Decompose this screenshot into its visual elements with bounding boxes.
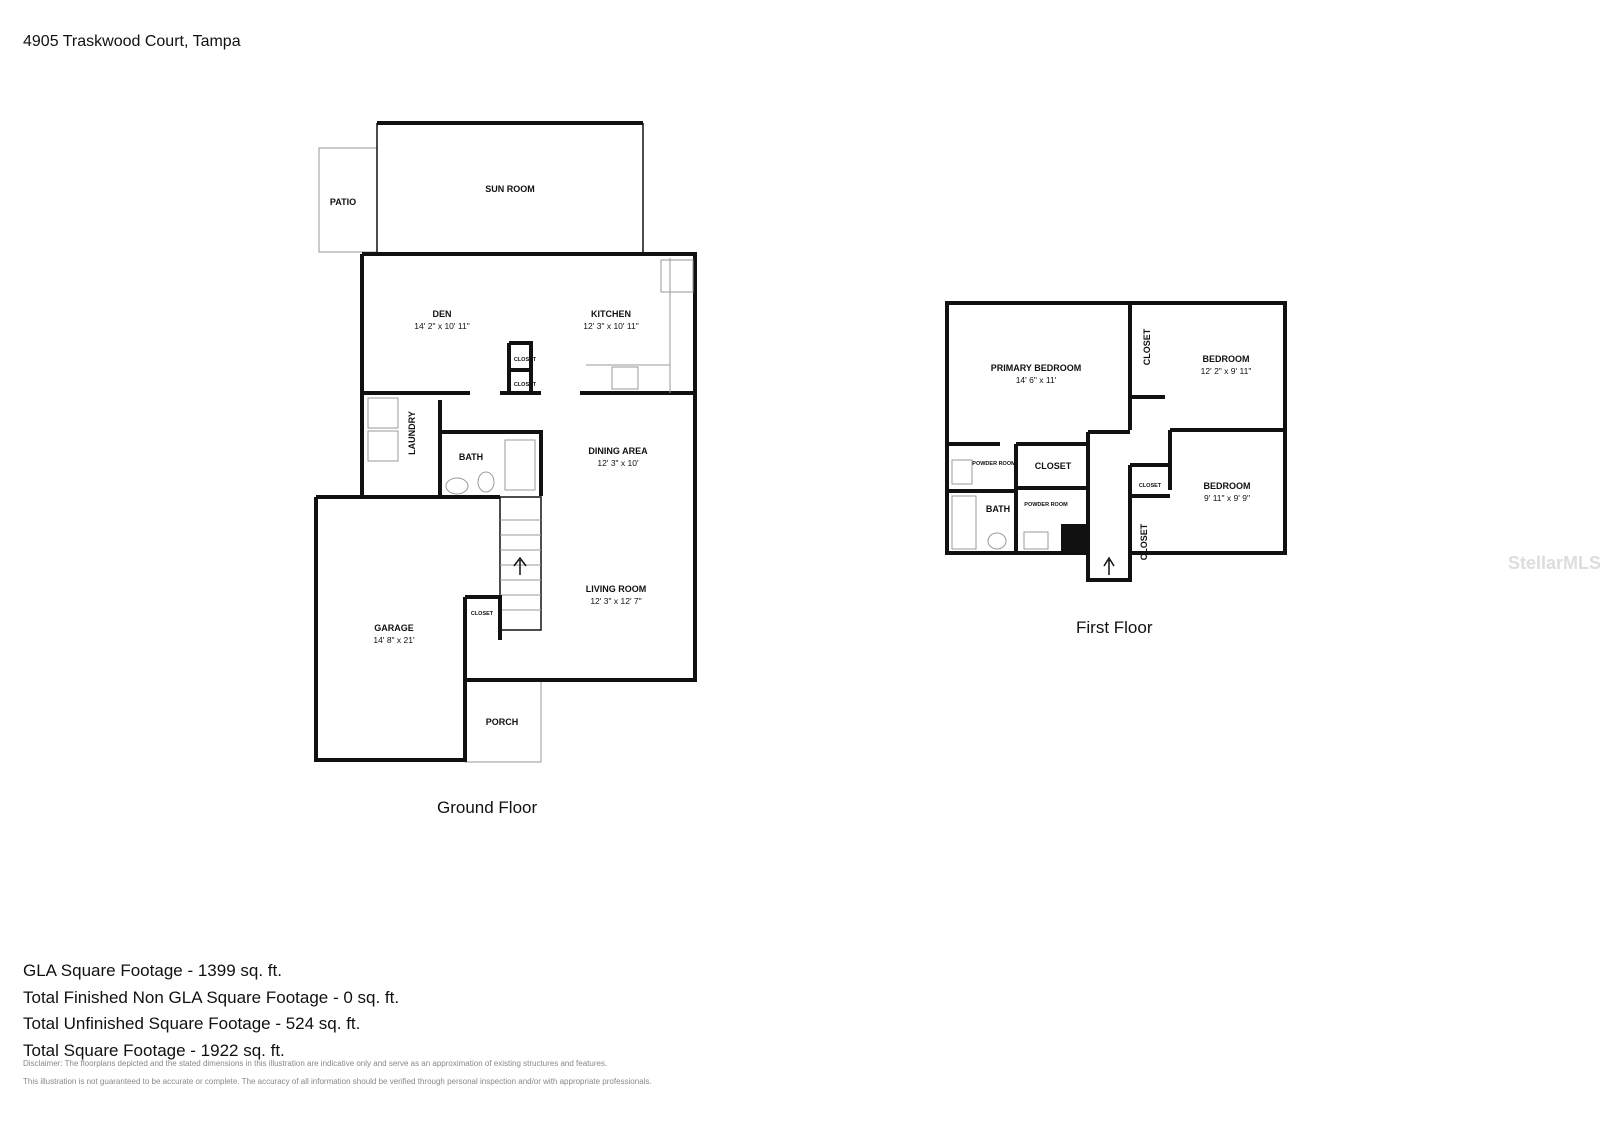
room-label-garage: GARAGE bbox=[374, 623, 414, 633]
first-floor-label: First Floor bbox=[1076, 618, 1153, 637]
room-label-primary-bedroom: PRIMARY BEDROOM bbox=[991, 363, 1082, 373]
room-label-powder-room: POWDER ROOM bbox=[1024, 502, 1068, 508]
room-label-closet: CLOSET bbox=[471, 611, 494, 617]
room-dims-living: 12' 3" x 12' 7" bbox=[590, 596, 641, 606]
room-label-bedroom: BEDROOM bbox=[1204, 481, 1251, 491]
stair-arrow-icon bbox=[1103, 556, 1115, 575]
shower-icon bbox=[504, 439, 536, 491]
room-label-closet: CLOSET bbox=[1139, 523, 1149, 560]
square-footage-summary: GLA Square Footage - 1399 sq. ft. Total … bbox=[23, 958, 399, 1064]
disclaimer-line-2: This illustration is not guaranteed to b… bbox=[23, 1077, 652, 1086]
room-label-laundry: LAUNDRY bbox=[407, 411, 417, 455]
total-footage: Total Square Footage - 1922 sq. ft. bbox=[23, 1040, 285, 1060]
sink-icon bbox=[951, 459, 973, 485]
room-label-closet: CLOSET bbox=[514, 357, 537, 363]
sink-icon bbox=[445, 477, 469, 495]
room-dims-garage: 14' 8" x 21' bbox=[373, 635, 415, 645]
room-label-kitchen: KITCHEN bbox=[591, 309, 631, 319]
disclaimer-line-1: Disclaimer: The floorplans depicted and … bbox=[23, 1059, 608, 1068]
gla-footage: GLA Square Footage - 1399 sq. ft. bbox=[23, 961, 282, 980]
room-dims-dining: 12' 3" x 10' bbox=[597, 458, 639, 468]
room-label-closet: CLOSET bbox=[1035, 461, 1072, 471]
room-dims-den: 14' 2" x 10' 11" bbox=[414, 321, 469, 331]
washer-icon bbox=[367, 397, 399, 429]
dryer-icon bbox=[367, 430, 399, 462]
room-label-closet: CLOSET bbox=[514, 382, 537, 388]
room-label-closet: CLOSET bbox=[1139, 483, 1162, 489]
fridge-icon bbox=[660, 259, 694, 293]
bathtub-icon bbox=[951, 495, 977, 550]
room-label-bedroom: BEDROOM bbox=[1203, 354, 1250, 364]
room-dims-bedroom: 9' 11" x 9' 9" bbox=[1204, 493, 1250, 503]
stove-icon bbox=[611, 366, 639, 390]
ground-floor-label: Ground Floor bbox=[437, 798, 538, 817]
sink-icon bbox=[1023, 531, 1049, 550]
toilet-icon bbox=[477, 471, 495, 493]
unfinished-footage: Total Unfinished Square Footage - 524 sq… bbox=[23, 1014, 361, 1033]
property-address: 4905 Traskwood Court, Tampa bbox=[23, 33, 241, 50]
stair-arrow-icon bbox=[513, 556, 527, 575]
room-label-den: DEN bbox=[432, 309, 451, 319]
watermark-logo: StellarMLS bbox=[1508, 553, 1600, 573]
room-dims-bedroom: 12' 2" x 9' 11" bbox=[1201, 366, 1252, 376]
chimney bbox=[1061, 524, 1088, 553]
room-dims-kitchen: 12' 3" x 10' 11" bbox=[583, 321, 638, 331]
room-label-bath: BATH bbox=[459, 452, 483, 462]
toilet-icon bbox=[987, 532, 1007, 550]
room-dims-primary-bedroom: 14' 6" x 11' bbox=[1016, 375, 1057, 385]
room-label-living: LIVING ROOM bbox=[586, 584, 647, 594]
room-label-bath: BATH bbox=[986, 504, 1010, 514]
room-label-patio: PATIO bbox=[330, 197, 356, 207]
room-label-porch: PORCH bbox=[486, 717, 519, 727]
non-gla-footage: Total Finished Non GLA Square Footage - … bbox=[23, 987, 400, 1007]
room-label-dining: DINING AREA bbox=[588, 446, 648, 456]
room-label-powder-room: POWDER ROOM bbox=[972, 461, 1016, 467]
room-label-closet: CLOSET bbox=[1142, 328, 1152, 365]
stairs bbox=[499, 496, 542, 631]
room-label-sun-room: SUN ROOM bbox=[485, 184, 535, 194]
ground-floor-plan: SUN ROOM PATIO DEN 14' 2" x 10' 11" KITC… bbox=[314, 121, 697, 763]
first-floor-plan: PRIMARY BEDROOM 14' 6" x 11' CLOSET BEDR… bbox=[945, 301, 1287, 582]
